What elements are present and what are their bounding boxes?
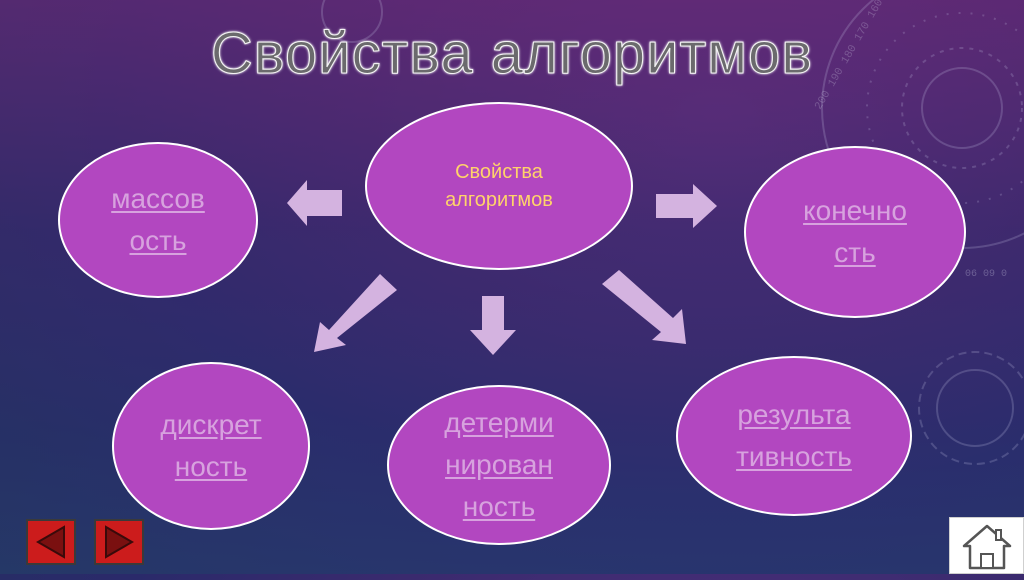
arrow-to-konechnost [656, 184, 717, 228]
node-konechnost-link[interactable]: конечно сть [803, 190, 907, 274]
node-diskretnost-line1[interactable]: дискрет [160, 409, 262, 440]
node-konechnost-line1[interactable]: конечно [803, 195, 907, 226]
center-node-line1: Свойства [455, 161, 543, 183]
center-node-line2: алгоритмов [445, 189, 553, 211]
node-diskretnost-line2[interactable]: ность [174, 451, 248, 482]
previous-slide-button[interactable] [26, 519, 76, 565]
arrow-to-diskretnost [314, 274, 397, 352]
node-determinirovannost[interactable]: детерми нирован ность [387, 385, 611, 545]
node-massovost-link[interactable]: массов ость [111, 178, 205, 262]
node-massovost[interactable]: массов ость [58, 142, 258, 298]
node-rezultativnost[interactable]: результа тивность [676, 356, 912, 516]
node-massovost-line1[interactable]: массов [111, 183, 205, 214]
next-slide-button[interactable] [94, 519, 144, 565]
triangle-right-icon [105, 525, 135, 559]
node-determinirovannost-line3[interactable]: ность [462, 491, 536, 522]
house-icon [962, 524, 1012, 570]
home-button[interactable] [949, 517, 1024, 574]
node-rezultativnost-line2[interactable]: тивность [736, 441, 852, 472]
node-rezultativnost-link[interactable]: результа тивность [736, 394, 852, 478]
arrow-to-massovost [287, 180, 342, 226]
arrow-to-rezultativnost [602, 270, 686, 344]
node-massovost-line2[interactable]: ость [129, 225, 187, 256]
node-konechnost[interactable]: конечно сть [744, 146, 966, 318]
node-diskretnost[interactable]: дискрет ность [112, 362, 310, 530]
triangle-left-icon [35, 525, 65, 559]
node-konechnost-line2[interactable]: сть [834, 237, 876, 268]
node-determinirovannost-link[interactable]: детерми нирован ность [444, 402, 554, 528]
dial-digits: 06 09 0 [965, 269, 1007, 280]
node-determinirovannost-line2[interactable]: нирован [445, 449, 553, 480]
arrow-to-determinirovannost [470, 296, 516, 355]
node-determinirovannost-line1[interactable]: детерми [444, 407, 554, 438]
node-rezultativnost-line1[interactable]: результа [737, 399, 851, 430]
center-node: Свойства алгоритмов [365, 102, 633, 270]
node-diskretnost-link[interactable]: дискрет ность [160, 404, 261, 488]
slide-title: Свойства алгоритмов [210, 21, 814, 87]
